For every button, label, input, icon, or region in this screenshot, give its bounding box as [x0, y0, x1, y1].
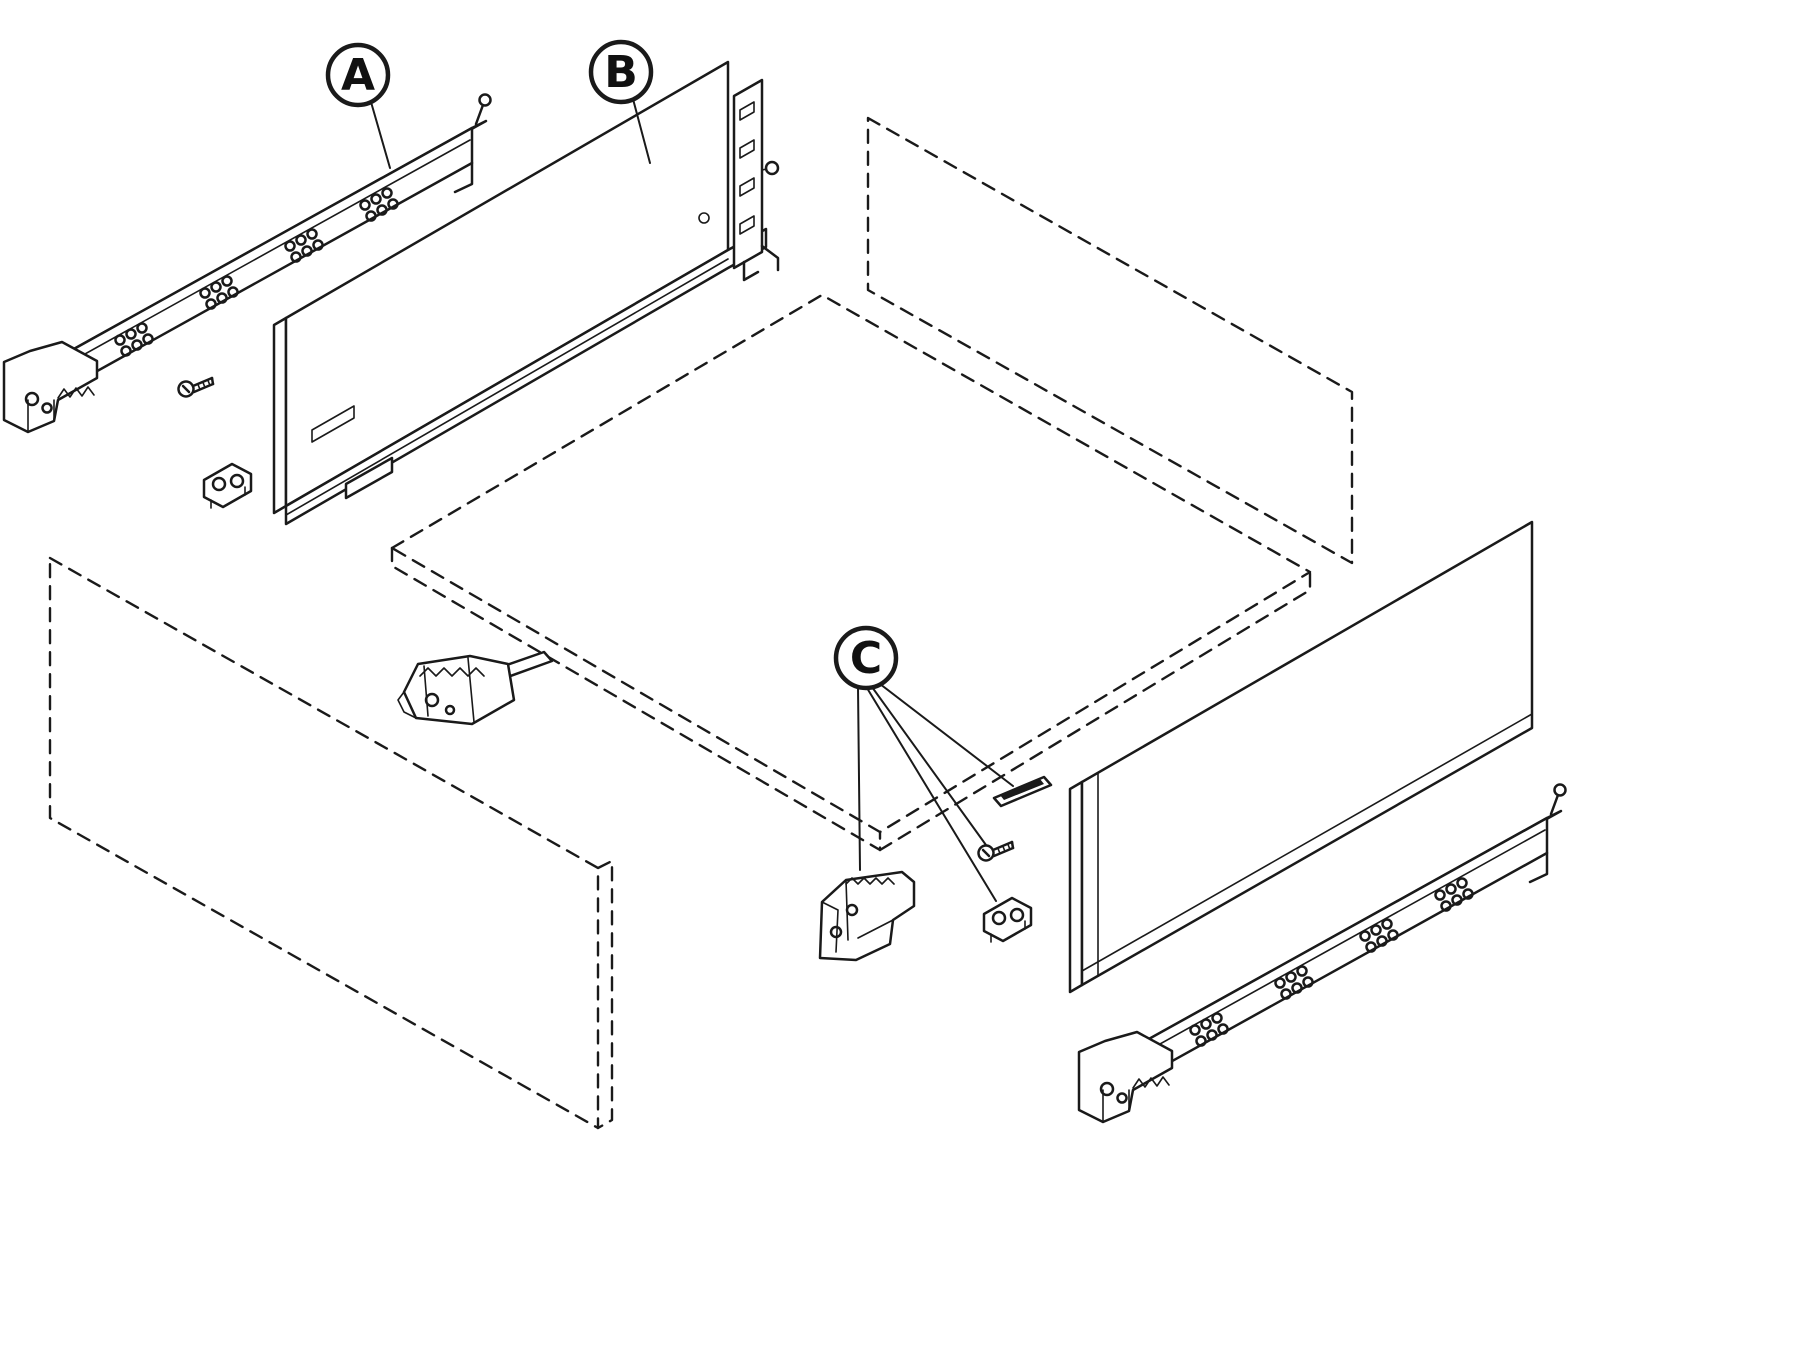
callout-c: C [833, 625, 1014, 902]
callout-b-letter: B [604, 47, 638, 98]
callout-c-letter: C [850, 633, 882, 684]
drawer-side-panel-right [1068, 520, 1534, 994]
callout-c-circle [833, 625, 899, 691]
drawer-side-panel-left [272, 60, 780, 526]
callout-b-circle [588, 39, 654, 105]
dashed-front-panel [48, 556, 614, 1130]
rear-fixing-bracket [732, 78, 780, 282]
cover-plate [992, 775, 1053, 808]
callout-b: B [588, 39, 654, 164]
callout-c-leader-plate [879, 683, 1014, 787]
coupling-device [397, 650, 554, 726]
front-fixing-bracket [818, 870, 916, 962]
callout-c-leader-screw [871, 686, 987, 846]
callout-b-leader [632, 98, 651, 164]
locking-clip-right [982, 896, 1033, 944]
callout-c-leader-bracket [857, 686, 861, 871]
callout-a-circle [325, 42, 391, 108]
locking-clip-left [202, 462, 253, 510]
callout-a-leader [370, 101, 391, 169]
callout-a-letter: A [341, 50, 375, 101]
dashed-drawer-bottom-panel [390, 293, 1312, 852]
fixing-screw-right [977, 840, 1015, 862]
fixing-screw-left [177, 376, 215, 398]
callout-c-leader-clip [866, 687, 997, 902]
callout-a: A [325, 42, 391, 169]
dashed-rear-panel [866, 116, 1354, 565]
